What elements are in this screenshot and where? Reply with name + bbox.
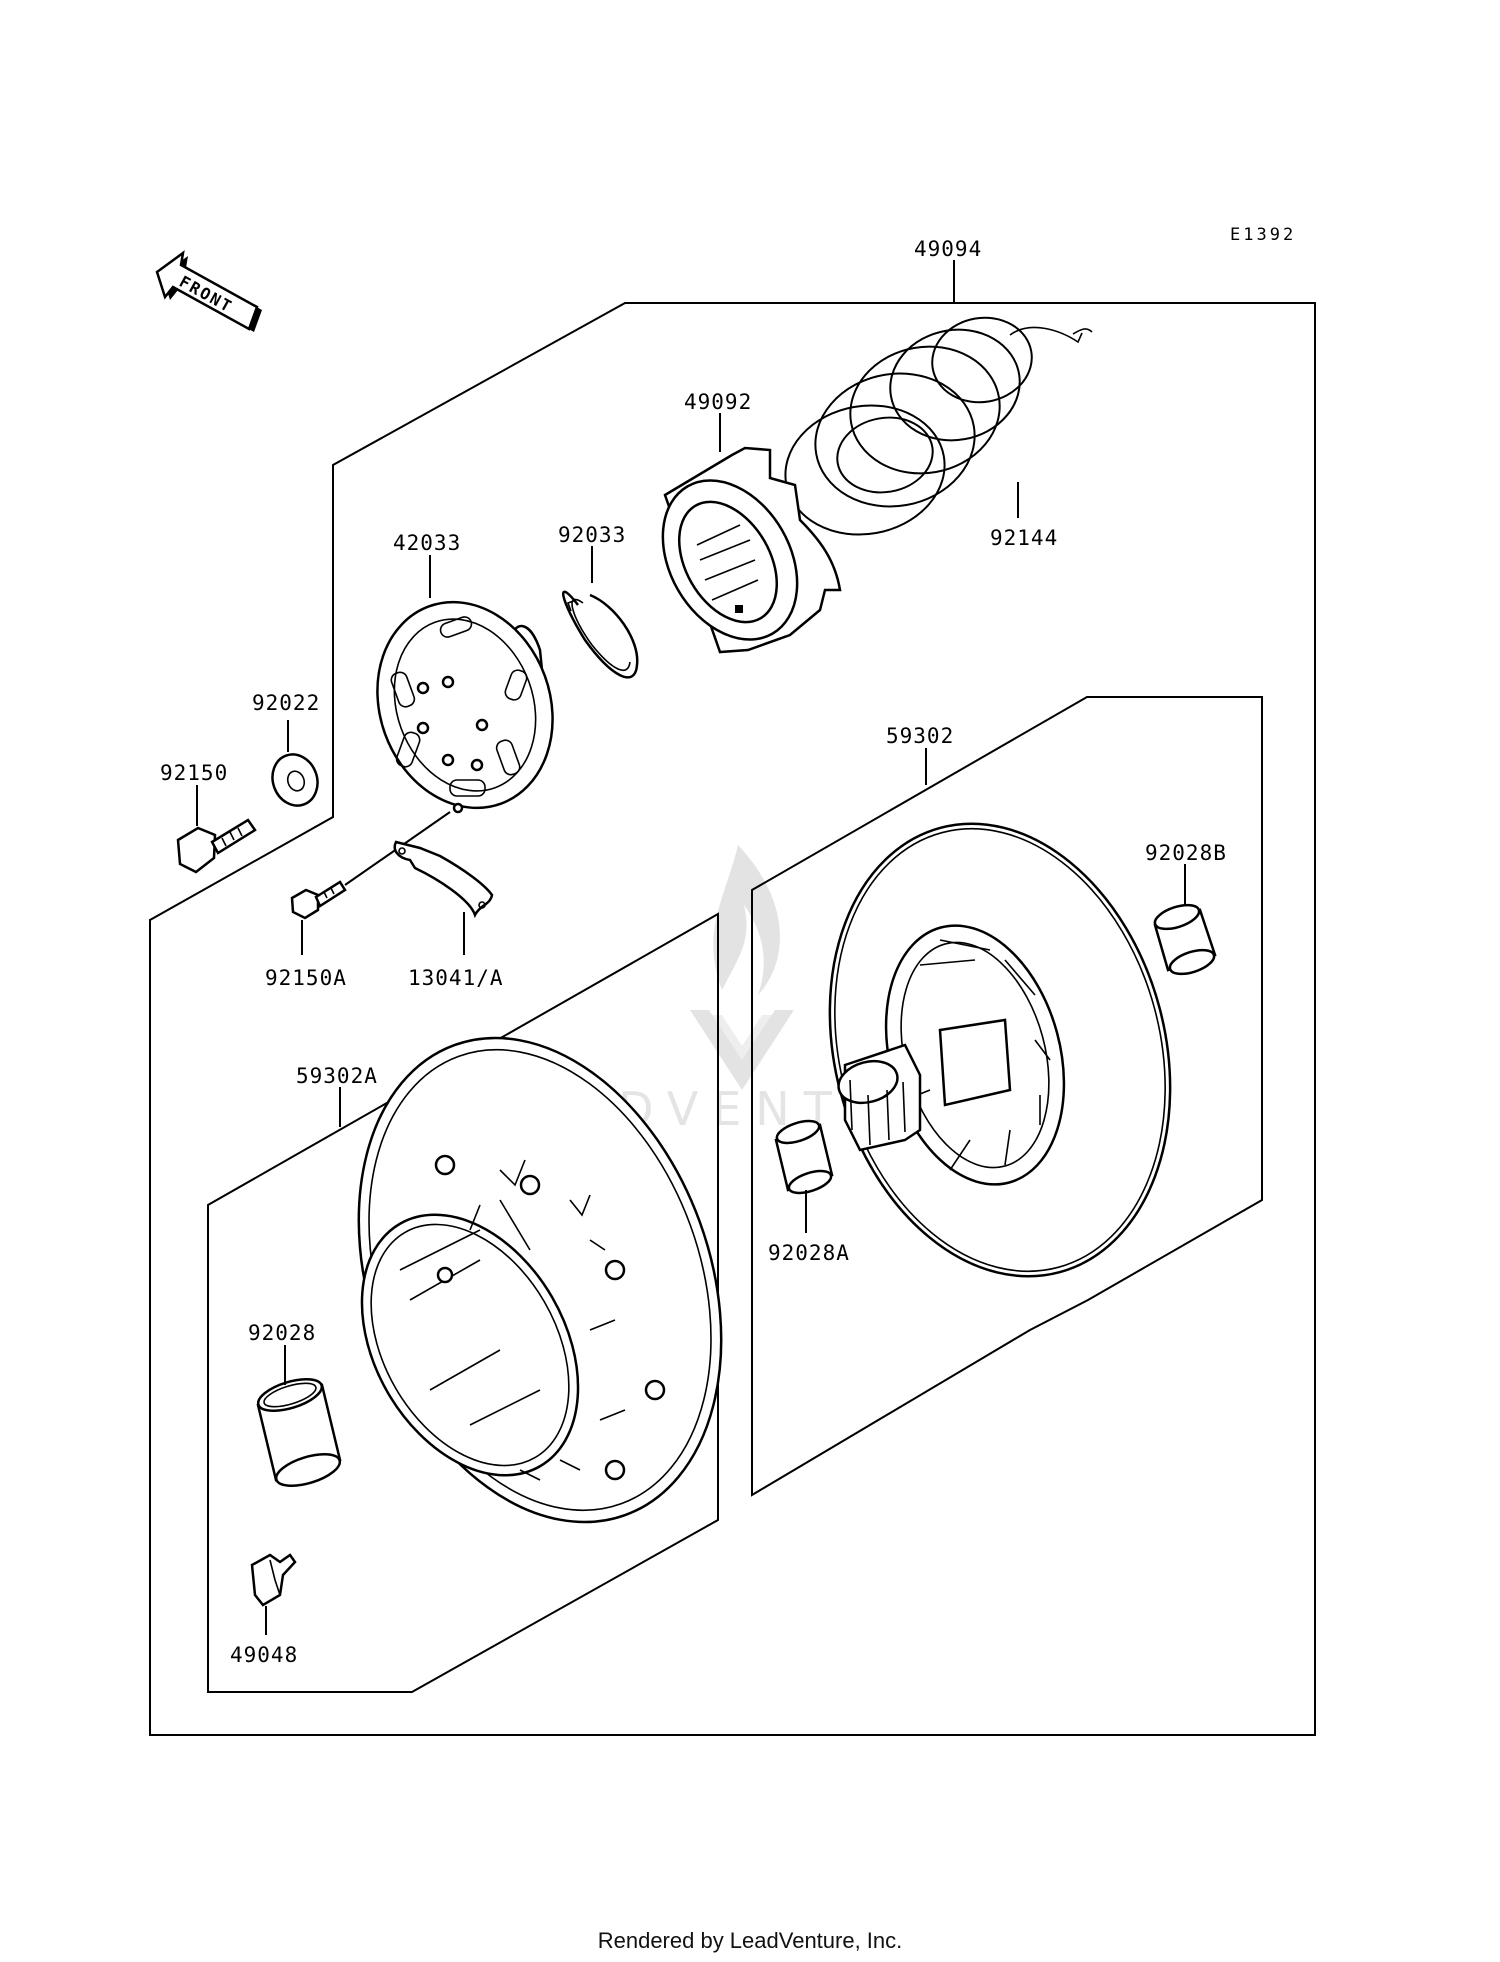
fixed-sheave-frame bbox=[751, 696, 1263, 1497]
label-92028A: 92028A bbox=[768, 1241, 850, 1265]
label-92028B: 92028B bbox=[1145, 841, 1227, 865]
spring-part bbox=[784, 316, 1093, 536]
diagram-code: E1392 bbox=[1230, 225, 1296, 245]
fixed-sheave-part bbox=[828, 822, 1172, 1278]
assembly-frame bbox=[149, 302, 1316, 1736]
bolt-part bbox=[176, 818, 257, 874]
slider-part bbox=[250, 1553, 297, 1607]
washer-part bbox=[271, 753, 319, 807]
label-59302A: 59302A bbox=[296, 1064, 378, 1088]
footer-credit: Rendered by LeadVenture, Inc. bbox=[597, 1928, 903, 1953]
label-92033: 92033 bbox=[558, 523, 626, 547]
movable-sheave-part bbox=[357, 1036, 723, 1524]
watermark-logo bbox=[690, 845, 794, 1090]
label-49048: 49048 bbox=[230, 1643, 298, 1667]
bushing-a-part bbox=[774, 1119, 834, 1195]
label-59302: 59302 bbox=[886, 724, 954, 748]
label-49094: 49094 bbox=[914, 237, 982, 261]
bolt-a-part bbox=[290, 880, 347, 920]
cam-part bbox=[661, 446, 842, 654]
label-92150: 92150 bbox=[160, 761, 228, 785]
bushing-b-part bbox=[1153, 903, 1217, 976]
snap-ring-part bbox=[562, 590, 639, 679]
label-92028: 92028 bbox=[248, 1321, 316, 1345]
front-arrow-icon: FRONT bbox=[155, 250, 262, 332]
ramp-plate-part bbox=[376, 600, 554, 814]
plate-bracket-part bbox=[393, 840, 494, 919]
label-13041-A: 13041/A bbox=[408, 966, 504, 990]
bushing-part bbox=[256, 1378, 342, 1487]
label-49092: 49092 bbox=[684, 390, 752, 414]
label-92144: 92144 bbox=[990, 526, 1058, 550]
movable-sheave-frame bbox=[207, 912, 719, 1693]
label-92150A: 92150A bbox=[265, 966, 347, 990]
label-42033: 42033 bbox=[393, 531, 461, 555]
label-92022: 92022 bbox=[252, 691, 320, 715]
